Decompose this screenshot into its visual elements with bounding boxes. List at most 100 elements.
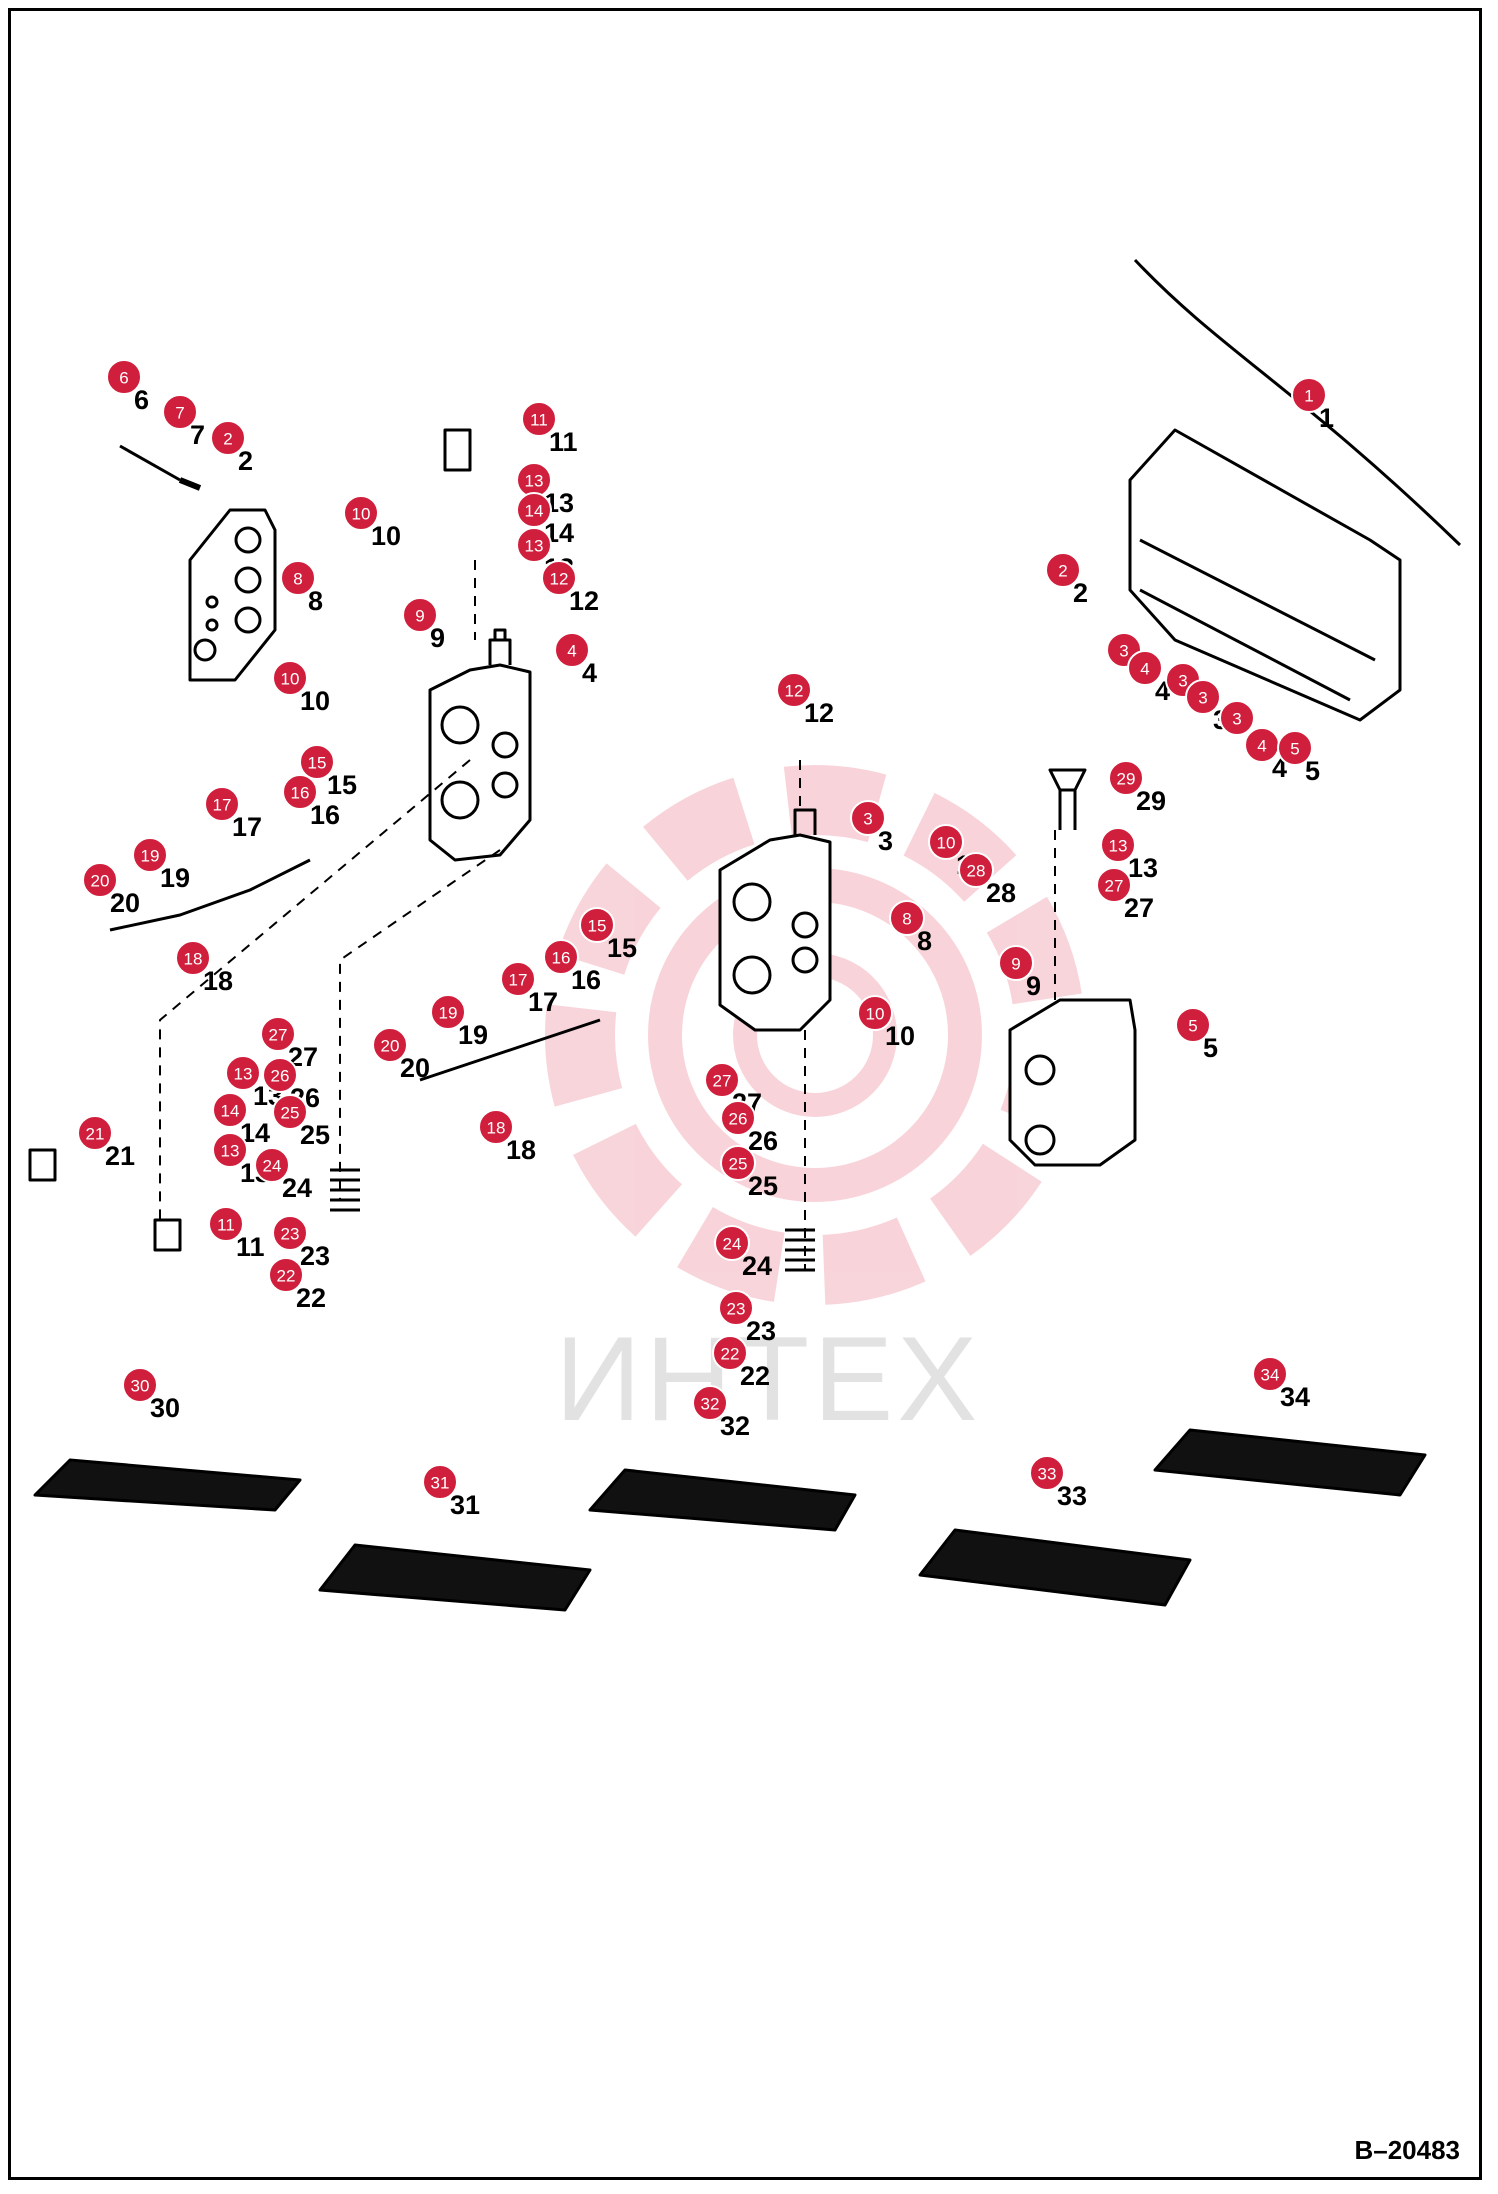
svg-text:26: 26 [271, 1067, 290, 1086]
callout-badge-24[interactable]: 24 [714, 1225, 750, 1261]
callout-badge-7[interactable]: 7 [162, 394, 198, 430]
callout-number-20: 20 [400, 1053, 430, 1083]
callout-number-4: 4 [582, 658, 597, 688]
inlet-section [1008, 768, 1137, 1167]
svg-text:16: 16 [552, 949, 571, 968]
svg-text:10: 10 [866, 1005, 885, 1024]
callout-badge-13[interactable]: 13 [516, 462, 552, 498]
callout-badge-29[interactable]: 29 [1108, 760, 1144, 796]
callout-badge-3[interactable]: 3 [1185, 679, 1221, 715]
callout-badge-10[interactable]: 10 [272, 660, 308, 696]
callout-badge-1[interactable]: 1 [1291, 377, 1327, 413]
svg-text:18: 18 [487, 1119, 506, 1138]
callout-badge-3[interactable]: 3 [1219, 700, 1255, 736]
callout-badge-13[interactable]: 13 [212, 1132, 248, 1168]
callout-badge-9[interactable]: 9 [998, 945, 1034, 981]
callout-badge-2[interactable]: 2 [1045, 552, 1081, 588]
callout-badge-32[interactable]: 32 [692, 1385, 728, 1421]
svg-text:14: 14 [221, 1102, 240, 1121]
callout-badge-16[interactable]: 16 [543, 939, 579, 975]
plug-21 [28, 1148, 57, 1182]
callout-badge-5[interactable]: 5 [1277, 730, 1313, 766]
svg-text:33: 33 [1038, 1465, 1057, 1484]
callout-badge-21[interactable]: 21 [77, 1115, 113, 1151]
callout-badge-31[interactable]: 31 [422, 1464, 458, 1500]
callout-badge-27[interactable]: 27 [260, 1016, 296, 1052]
svg-text:2: 2 [1058, 562, 1067, 581]
callout-badge-25[interactable]: 25 [272, 1094, 308, 1130]
callout-badge-15[interactable]: 15 [299, 744, 335, 780]
callout-badge-13[interactable]: 13 [225, 1055, 261, 1091]
svg-text:4: 4 [567, 642, 576, 661]
callout-badge-11[interactable]: 11 [521, 401, 557, 437]
callout-badge-19[interactable]: 19 [132, 837, 168, 873]
callout-badge-11[interactable]: 11 [208, 1206, 244, 1242]
callout-badge-28[interactable]: 28 [958, 852, 994, 888]
svg-text:25: 25 [281, 1104, 300, 1123]
callout-badge-27[interactable]: 27 [704, 1062, 740, 1098]
callout-number-12: 12 [804, 698, 834, 728]
callout-badge-17[interactable]: 17 [204, 786, 240, 822]
callout-badge-18[interactable]: 18 [478, 1109, 514, 1145]
callout-badge-23[interactable]: 23 [718, 1290, 754, 1326]
callout-badge-12[interactable]: 12 [776, 672, 812, 708]
callout-badge-22[interactable]: 22 [712, 1335, 748, 1371]
callout-number-3: 3 [878, 826, 893, 856]
callout-number-26: 26 [748, 1126, 778, 1156]
callout-badge-8[interactable]: 8 [889, 900, 925, 936]
callout-badge-10[interactable]: 10 [343, 495, 379, 531]
callout-badge-14[interactable]: 14 [212, 1092, 248, 1128]
svg-text:27: 27 [713, 1072, 732, 1091]
callout-badge-18[interactable]: 18 [175, 940, 211, 976]
callout-badge-33[interactable]: 33 [1029, 1455, 1065, 1491]
callout-badge-10[interactable]: 10 [928, 824, 964, 860]
callout-badge-8[interactable]: 8 [280, 560, 316, 596]
svg-text:23: 23 [281, 1225, 300, 1244]
callout-badge-12[interactable]: 12 [541, 560, 577, 596]
callout-badge-15[interactable]: 15 [579, 907, 615, 943]
callout-badge-26[interactable]: 26 [262, 1057, 298, 1093]
callout-badge-34[interactable]: 34 [1252, 1356, 1288, 1392]
svg-text:15: 15 [308, 754, 327, 773]
callout-badge-5[interactable]: 5 [1175, 1007, 1211, 1043]
callout-number-33: 33 [1057, 1481, 1087, 1511]
svg-text:13: 13 [525, 472, 544, 491]
callout-badge-23[interactable]: 23 [272, 1215, 308, 1251]
callout-number-5: 5 [1203, 1033, 1218, 1063]
callout-badge-4[interactable]: 4 [1244, 727, 1280, 763]
callout-badge-26[interactable]: 26 [720, 1100, 756, 1136]
callout-badge-20[interactable]: 20 [82, 862, 118, 898]
callout-badge-6[interactable]: 6 [106, 359, 142, 395]
callout-badge-13[interactable]: 13 [1100, 827, 1136, 863]
callout-badge-27[interactable]: 27 [1096, 867, 1132, 903]
plug-11b [153, 1218, 182, 1252]
callout-badge-13[interactable]: 13 [516, 527, 552, 563]
callout-badge-16[interactable]: 16 [282, 774, 318, 810]
callout-badge-22[interactable]: 22 [268, 1257, 304, 1293]
callout-badge-25[interactable]: 25 [720, 1145, 756, 1181]
svg-text:21: 21 [86, 1125, 105, 1144]
callout-number-5: 5 [1305, 756, 1320, 786]
callout-number-20: 20 [110, 888, 140, 918]
svg-text:32: 32 [701, 1395, 720, 1414]
callout-badge-19[interactable]: 19 [430, 994, 466, 1030]
callout-badge-9[interactable]: 9 [402, 597, 438, 633]
callout-badge-30[interactable]: 30 [122, 1367, 158, 1403]
callout-badge-24[interactable]: 24 [254, 1147, 290, 1183]
callout-number-11: 11 [549, 427, 578, 457]
callout-number-24: 24 [282, 1173, 312, 1203]
callout-number-23: 23 [300, 1241, 330, 1271]
callout-badge-20[interactable]: 20 [372, 1027, 408, 1063]
callout-badge-2[interactable]: 2 [210, 420, 246, 456]
svg-text:19: 19 [141, 847, 160, 866]
callout-badge-4[interactable]: 4 [554, 632, 590, 668]
diagram-frame [8, 8, 1482, 2180]
callout-badge-4[interactable]: 4 [1127, 650, 1163, 686]
svg-text:25: 25 [729, 1155, 748, 1174]
callout-badge-3[interactable]: 3 [850, 800, 886, 836]
callout-badge-14[interactable]: 14 [516, 492, 552, 528]
callout-number-23: 23 [746, 1316, 776, 1346]
callout-badge-17[interactable]: 17 [500, 961, 536, 997]
callout-badge-10[interactable]: 10 [857, 995, 893, 1031]
